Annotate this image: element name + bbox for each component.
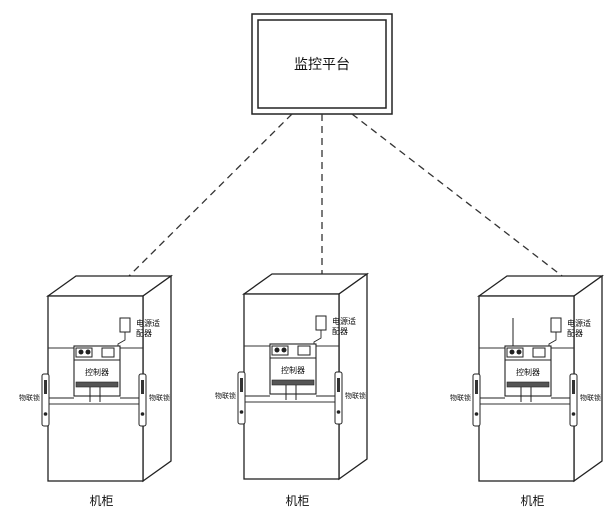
left-lock-icon [41, 373, 50, 427]
left-lock-icon [472, 373, 481, 427]
left-lock-icon [237, 371, 246, 425]
controller-connector [297, 345, 311, 356]
right-lock-handle [572, 380, 575, 394]
controller-terminal [75, 381, 119, 388]
controller-label: 控制器 [281, 365, 305, 375]
right-lock-icon [334, 371, 343, 425]
controller-terminal [506, 381, 550, 388]
power-adapter-label: 电源适配器 [567, 318, 591, 338]
right-lock-label: 物联锁 [345, 391, 366, 400]
left-lock-handle [240, 378, 243, 392]
left-lock-handle [475, 380, 478, 394]
right-lock-icon [569, 373, 578, 427]
controller-port [281, 347, 287, 353]
right-lock-keyhole [140, 412, 145, 416]
controller-connector [271, 345, 289, 356]
controller-label: 控制器 [516, 367, 540, 377]
left-lock-label: 物联锁 [450, 393, 471, 402]
right-lock-label: 物联锁 [149, 393, 170, 402]
controller-connector [506, 347, 524, 358]
network-links [125, 113, 567, 280]
link-left [125, 113, 293, 280]
left-lock-label: 物联锁 [19, 393, 40, 402]
power-adapter-icon [315, 315, 327, 331]
right-lock-keyhole [571, 412, 576, 416]
right-lock-keyhole [336, 410, 341, 414]
controller-connector [532, 347, 546, 358]
controller-connector [75, 347, 93, 358]
platform-label: 监控平台 [294, 57, 350, 73]
link-right [351, 113, 567, 280]
right-lock-label: 物联锁 [580, 393, 601, 402]
right-lock-handle [141, 380, 144, 394]
controller-port [274, 347, 280, 353]
cabinet-label: 机柜 [89, 494, 113, 508]
controller-label: 控制器 [85, 367, 109, 377]
controller-port [516, 349, 522, 355]
adapter-cable [548, 332, 557, 346]
cabinet-side [142, 274, 172, 483]
right-lock-handle [337, 378, 340, 392]
controller-connector [101, 347, 115, 358]
adapter-cable [117, 332, 126, 346]
left-lock-handle [44, 380, 47, 394]
adapter-cable [313, 330, 322, 344]
controller-port [85, 349, 91, 355]
right-lock-icon [138, 373, 147, 427]
cabinet-side [338, 272, 368, 481]
power-adapter-icon [119, 317, 131, 333]
cabinet-label: 机柜 [285, 494, 309, 508]
monitoring-platform: 监控平台 [251, 13, 393, 115]
power-adapter-label: 电源适配器 [136, 318, 160, 338]
controller-terminal [271, 379, 315, 386]
controller-port [78, 349, 84, 355]
power-adapter-label: 电源适配器 [332, 316, 356, 336]
power-adapter-icon [550, 317, 562, 333]
controller-port [509, 349, 515, 355]
left-lock-keyhole [239, 410, 244, 414]
cabinet-side [573, 274, 603, 483]
left-lock-label: 物联锁 [215, 391, 236, 400]
left-lock-keyhole [474, 412, 479, 416]
left-lock-keyhole [43, 412, 48, 416]
cabinet-label: 机柜 [520, 494, 544, 508]
